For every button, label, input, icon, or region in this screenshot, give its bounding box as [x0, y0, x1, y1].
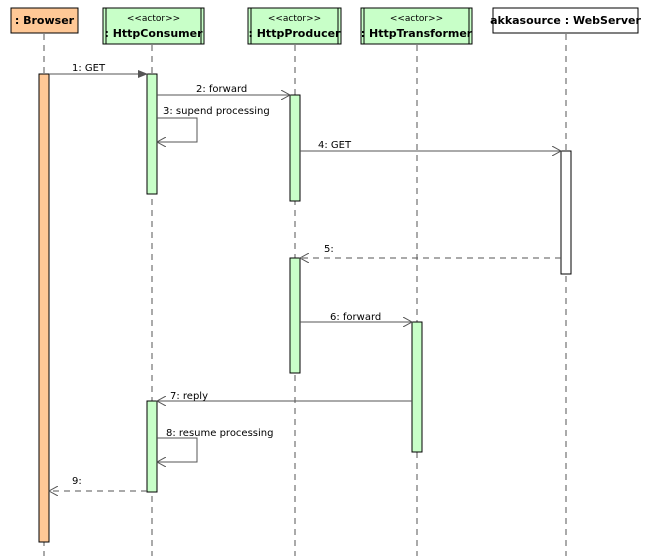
- message-2[interactable]: 2: forward: [157, 84, 290, 95]
- message-5[interactable]: 5:: [300, 244, 561, 258]
- activation-consumer-1: [146, 73, 158, 195]
- activations: [38, 73, 572, 543]
- header-producer[interactable]: <<actor>> : HttpProducer: [247, 7, 342, 45]
- message-3[interactable]: 3: supend processing: [157, 106, 270, 142]
- header-consumer[interactable]: <<actor>> : HttpConsumer: [102, 7, 205, 45]
- message-1-label: 1: GET: [72, 63, 106, 74]
- header-browser[interactable]: : Browser: [10, 7, 79, 34]
- activation-producer-1: [289, 94, 301, 202]
- activation-transformer: [411, 321, 423, 453]
- message-9[interactable]: 9:: [49, 476, 147, 491]
- message-7[interactable]: 7: reply: [157, 391, 412, 402]
- activation-server: [560, 150, 572, 275]
- lifeline-lines: [43, 34, 567, 556]
- activation-consumer-2: [146, 400, 158, 493]
- message-4-label: 4: GET: [318, 140, 352, 151]
- header-server-name: akkasource : WebServer: [490, 14, 641, 27]
- message-2-label: 2: forward: [196, 84, 247, 95]
- message-6-label: 6: forward: [330, 312, 381, 323]
- header-server[interactable]: akkasource : WebServer: [490, 7, 641, 34]
- message-9-label: 9:: [72, 476, 82, 487]
- header-transformer-name: : HttpTransformer: [361, 27, 473, 40]
- message-7-label: 7: reply: [170, 391, 208, 402]
- message-6[interactable]: 6: forward: [300, 312, 412, 323]
- message-8-label: 8: resume processing: [166, 428, 273, 439]
- header-consumer-stereotype: <<actor>>: [127, 14, 180, 24]
- activation-browser: [38, 73, 50, 543]
- header-browser-name: : Browser: [15, 14, 75, 27]
- message-8[interactable]: 8: resume processing: [157, 428, 273, 462]
- message-1[interactable]: 1: GET: [49, 63, 148, 78]
- header-producer-stereotype: <<actor>>: [268, 14, 321, 24]
- message-5-label: 5:: [324, 244, 334, 255]
- message-3-label: 3: supend processing: [163, 106, 270, 117]
- header-producer-name: : HttpProducer: [249, 27, 342, 40]
- activation-producer-2: [289, 257, 301, 374]
- header-consumer-name: : HttpConsumer: [104, 27, 203, 40]
- message-4[interactable]: 4: GET: [300, 140, 561, 151]
- header-transformer[interactable]: <<actor>> : HttpTransformer: [360, 7, 473, 45]
- header-transformer-stereotype: <<actor>>: [390, 14, 443, 24]
